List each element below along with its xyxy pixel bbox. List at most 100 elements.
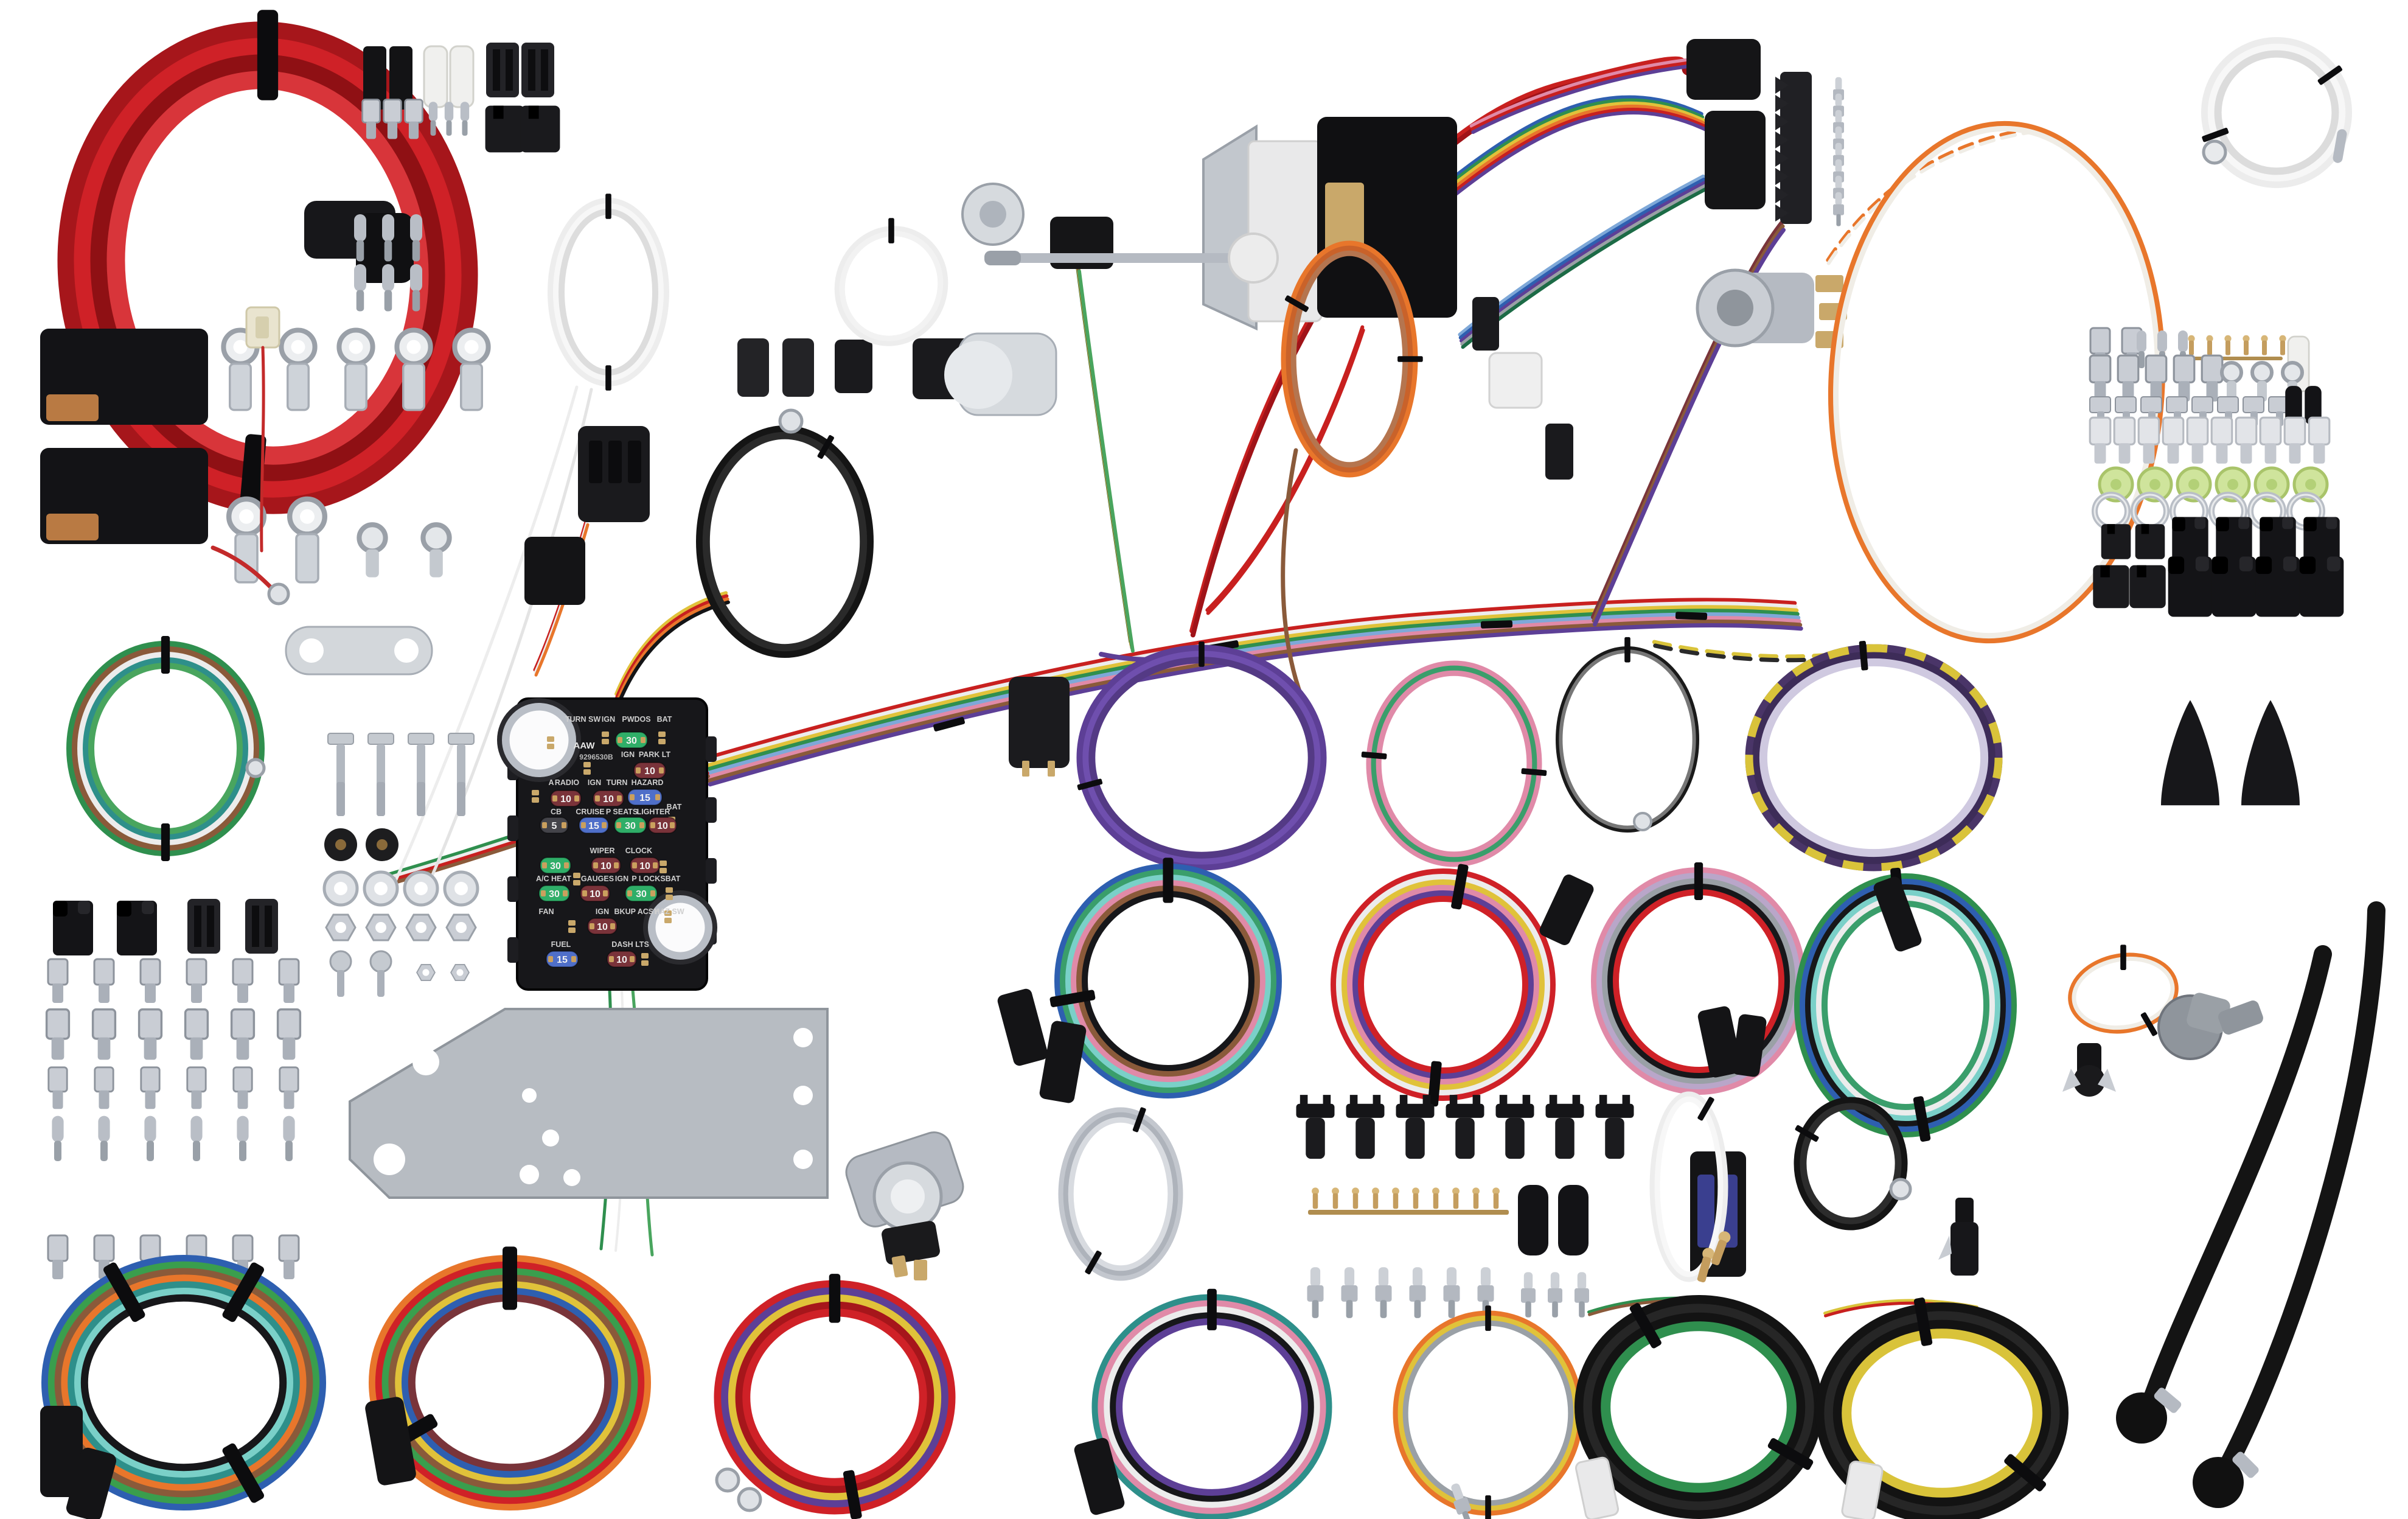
chromePin-item [1341,1267,1358,1318]
maxi-fuse-window [46,394,99,421]
coil-ring-terminal [245,758,266,778]
housing-row-small [2093,565,2166,609]
spade-item [137,1008,163,1060]
spadeW-item [2283,416,2306,464]
fuse-amp-rating: 10 [657,821,668,831]
lugBig-item [336,327,375,411]
fuse-holder-pigtail [211,545,273,590]
backup-light-socket-body [2187,993,2230,1034]
fuse-circuit-label: RADIO [555,778,580,787]
fuse-circuit-label: BAT [667,803,682,811]
hose-clamp [2154,1388,2182,1413]
spade-item [93,958,115,1003]
chromePin-item [1521,1272,1536,1318]
fuse-maroon [587,918,618,935]
fuse-box-tab [706,858,717,884]
connector-housing-2slot [486,43,519,97]
brassPin-item [1452,1187,1460,1209]
spade-item [232,958,254,1003]
fuse-end-contact [630,956,635,962]
terminal-grid-spades [45,1008,302,1060]
headlight-switch-body-black [1317,117,1457,318]
connector-hanging [782,338,814,397]
hose-boot [2116,1392,2167,1444]
white-coiled-cable [2201,37,2352,188]
connector-3slot-slot [628,441,641,483]
hose-boot [2193,1457,2244,1508]
twoSlot-item [187,899,220,954]
fuse-contact-pin [547,744,554,749]
fuse-box-tab [706,736,717,762]
fuse-contact-pin [664,910,672,916]
socketT-item [1595,1095,1634,1159]
chromePin-item [1409,1267,1426,1318]
fuse-end-contact [563,890,568,896]
connector-multipin-tall [1705,111,1766,209]
fuse-end-contact [627,890,632,896]
fuse-box-brand: AAW [574,741,596,751]
door-jamb-switch-clip [2098,1069,2116,1092]
connector-multipin [1686,39,1761,100]
headlight-switch-body-white [1247,140,1323,323]
washer-item [443,870,479,907]
tooth-item [1775,204,1789,222]
brassPin-item [2224,335,2232,355]
lugBig-item [287,496,328,584]
fuse-box-chrome-ring [500,701,578,779]
fuse-end-contact [571,956,576,962]
fuse-amp-rating: 10 [597,922,608,932]
cone-boot [2241,700,2300,806]
socketT-item [1495,1095,1534,1159]
spade-item [139,958,161,1003]
spadeW-item [2308,416,2331,464]
connector-housing-2slot [521,43,554,97]
tooth-item [1775,150,1789,167]
machine-screw [329,950,352,997]
fuse-end-contact [564,862,569,868]
fuse-end-contact [609,956,614,962]
headlight-switch-collar [1228,232,1279,284]
terminal-cap-white [449,45,475,108]
bullet-item [382,214,394,262]
bullet-terminal-set [354,214,422,312]
spade-item [186,1066,207,1109]
nutHex-item [445,913,477,941]
fuse-end-contact [542,822,547,828]
housingL-item [117,901,157,955]
fuse-box-tab [706,797,717,823]
bracket-hole [542,1130,559,1147]
spadeW-item [2137,416,2160,464]
zip-tie [1521,768,1547,777]
fuse-circuit-label: CB [551,808,562,816]
bulkhead-connector-body [1780,72,1812,224]
housingL-item [2299,556,2344,617]
tooth-item [1775,168,1789,185]
fuse-blue [546,951,579,968]
spade-item [184,1008,209,1060]
fuse-maroon [607,951,637,968]
chromePin-item [1307,1267,1324,1318]
fuse-amp-rating: 10 [560,794,571,805]
spade-item [93,1234,115,1279]
kit-items-layer [40,10,2385,1519]
zip-tie [888,218,894,243]
fuse-end-contact [641,737,645,743]
maxi-fuse-window [46,514,99,540]
tooth-item [1775,131,1789,148]
fuse-dark [540,817,569,834]
fuse-end-contact [630,794,635,800]
door-jamb-switch-base [2073,1065,2105,1097]
backup-light-coil [2068,945,2179,1036]
fuse-circuit-label: IGN [596,907,609,916]
chromePin-item [1375,1267,1392,1318]
flasher-pin [1022,761,1029,777]
harness-coil-connector [997,988,1048,1066]
zip-tie [1485,1495,1491,1519]
fuse-maroon [593,790,624,807]
fuse-end-contact [610,923,615,929]
fuse-contact-pin [666,895,673,900]
fuse-contact-pin [568,920,576,926]
lugBig-item [279,327,318,411]
socketT-item [1545,1095,1584,1159]
harness-coil-connector [1539,875,1594,945]
